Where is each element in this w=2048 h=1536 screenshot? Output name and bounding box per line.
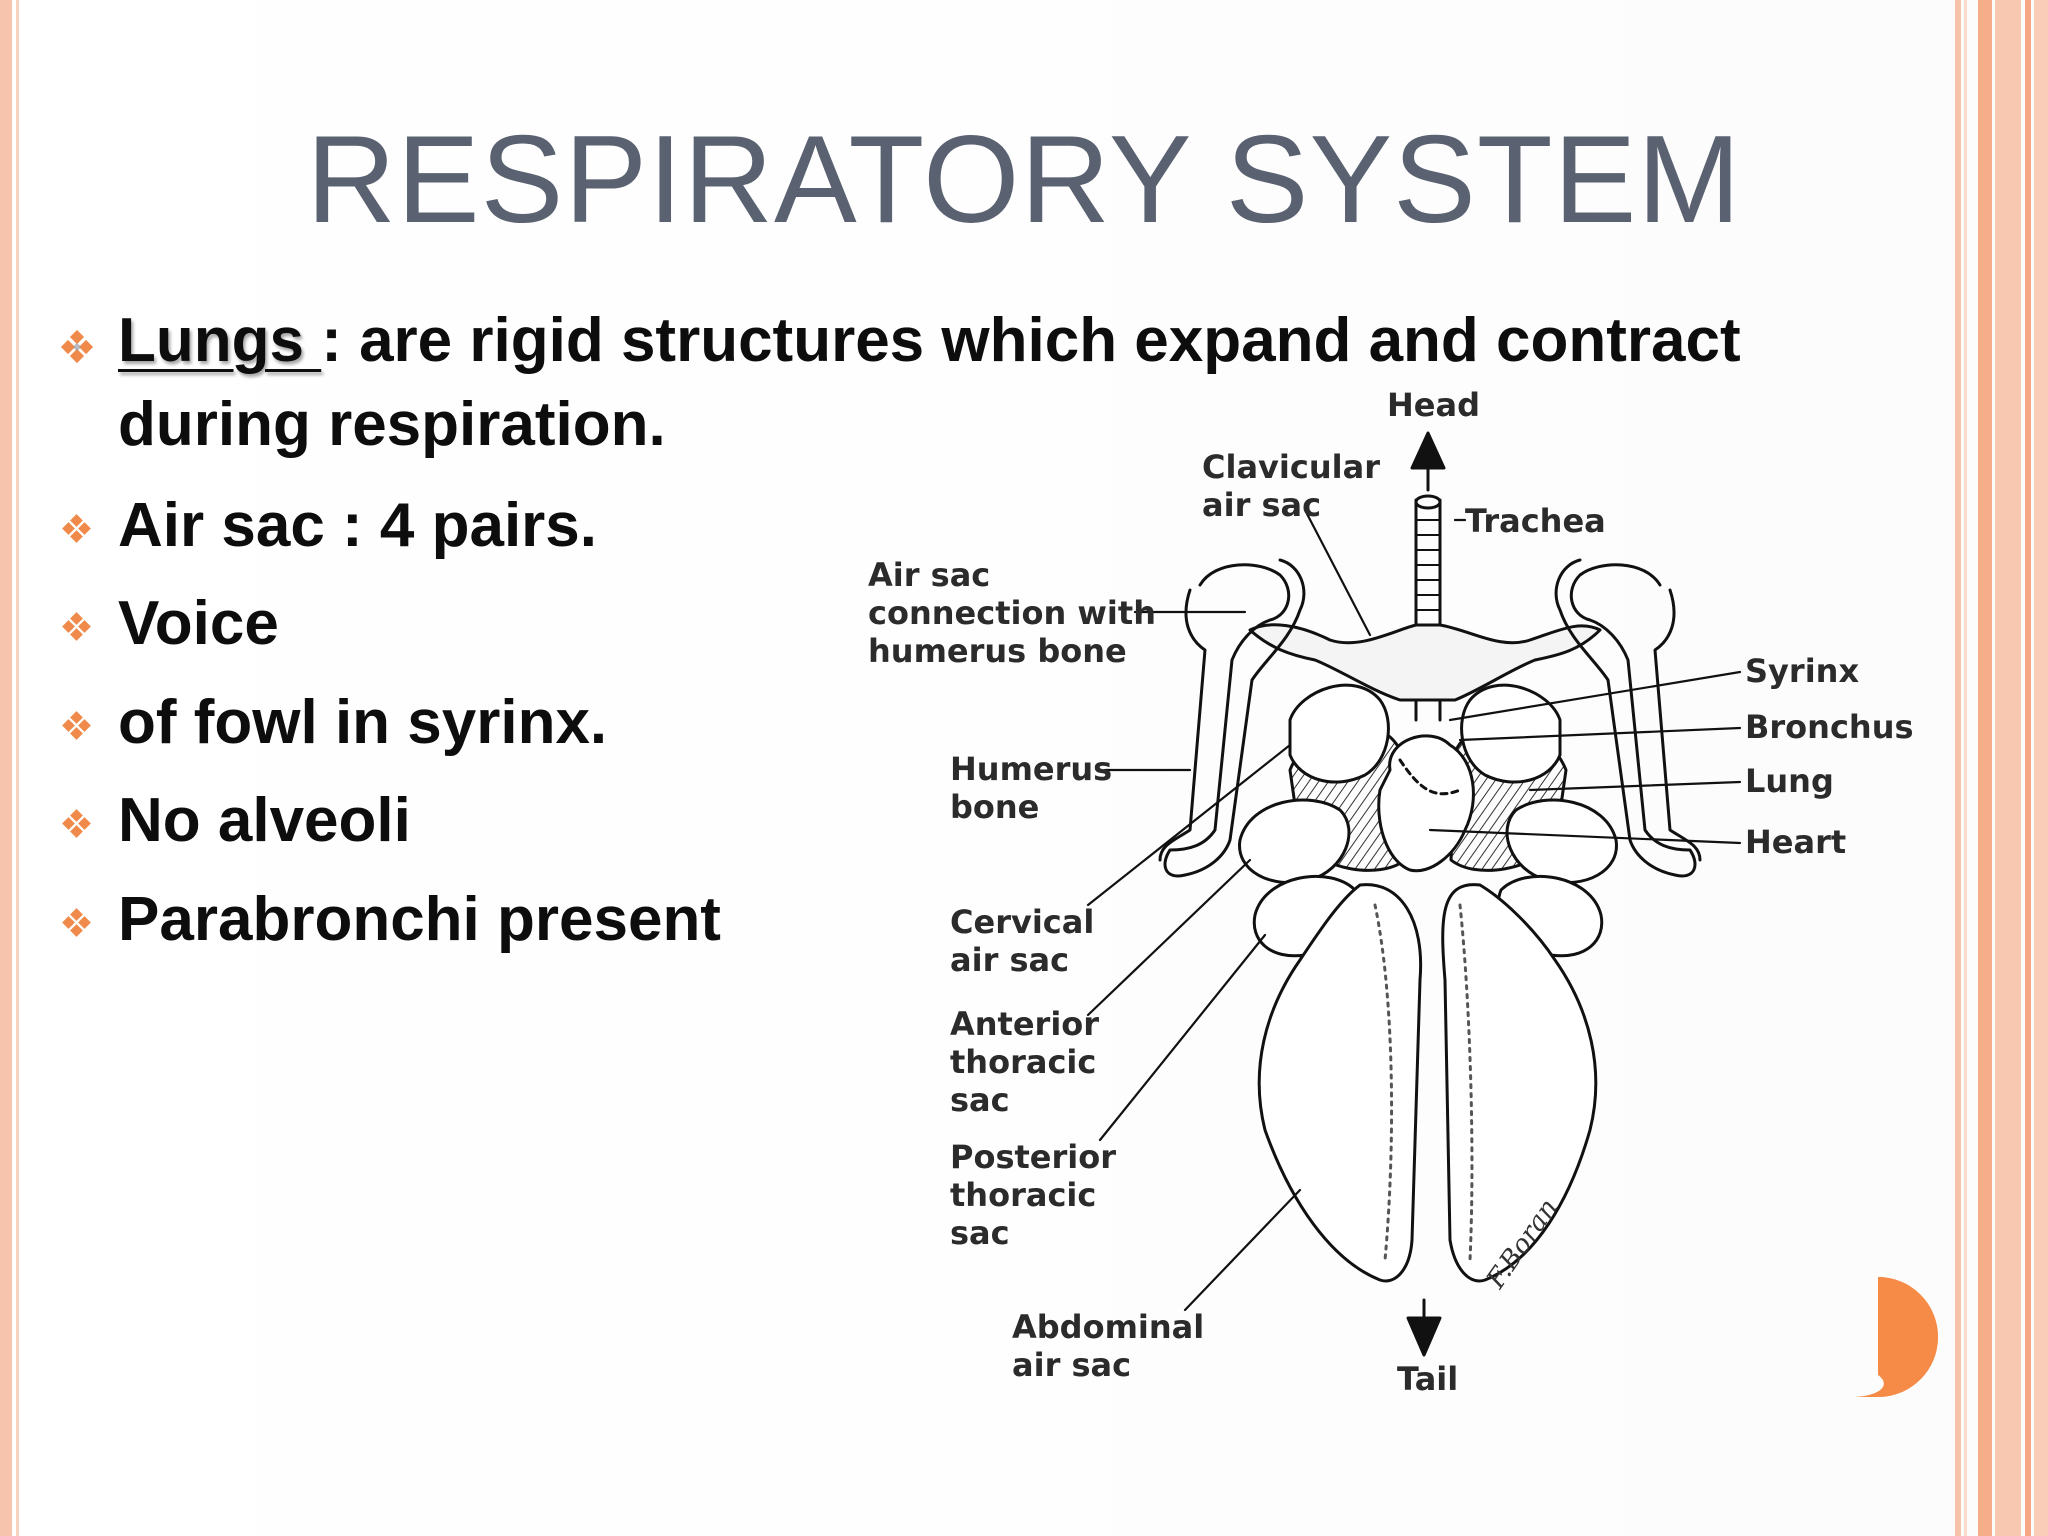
- bullet-text: No alveoli: [118, 786, 411, 855]
- label-clavicular-2: air sac: [1202, 486, 1321, 524]
- abdominal-air-sac-right: [1441, 883, 1598, 1283]
- label-post-thoracic-3: sac: [950, 1214, 1010, 1252]
- bullet-text: Voice: [118, 589, 279, 658]
- cervical-air-sac-left: [1288, 683, 1390, 784]
- label-ant-thoracic-1: Anterior: [950, 1005, 1099, 1043]
- border-stripe-right-6: [2034, 0, 2048, 1536]
- label-abdominal-1: Abdominal: [1012, 1308, 1204, 1346]
- label-tail: Tail: [1397, 1360, 1458, 1398]
- label-airsac-conn-1: Air sac: [868, 556, 990, 594]
- label-head: Head: [1387, 386, 1480, 424]
- anterior-thoracic-sac-left: [1238, 798, 1351, 885]
- bullet-no-alveoli: No alveoli: [60, 785, 960, 865]
- four-diamond-bullet-icon: [62, 809, 91, 838]
- label-cervical-2: air sac: [950, 941, 1069, 979]
- head-arrow-tip: [1410, 431, 1446, 470]
- label-ant-thoracic-3: sac: [950, 1081, 1010, 1119]
- border-stripe-right-1: [1955, 0, 1961, 1536]
- anterior-thoracic-sac-right: [1505, 798, 1618, 885]
- label-clavicular-1: Clavicular: [1202, 448, 1380, 486]
- heart: [1377, 734, 1475, 873]
- abdominal-air-sac-left: [1257, 883, 1423, 1283]
- lungs-term: Lungs: [118, 306, 322, 375]
- bullet-fowl-syrinx: of fowl in syrinx.: [60, 687, 960, 767]
- border-stripe-right-2: [1964, 0, 1967, 1536]
- four-diamond-bullet-icon: [62, 908, 91, 937]
- border-stripe-right-4: [1995, 0, 2021, 1536]
- four-diamond-bullet-icon: [62, 514, 91, 543]
- border-stripe-left-inner: [16, 0, 19, 1536]
- bullet-air-sac: Air sac : 4 pairs.: [60, 490, 960, 570]
- label-cervical-1: Cervical: [950, 903, 1094, 941]
- border-stripe-right-3: [1978, 0, 1992, 1536]
- humerus-bone-right: [1554, 558, 1697, 878]
- four-diamond-bullet-icon: [62, 612, 91, 641]
- label-trachea: Trachea: [1465, 502, 1606, 540]
- bullet-text: of fowl in syrinx.: [118, 688, 608, 757]
- border-stripe-right-5: [2025, 0, 2031, 1536]
- label-post-thoracic-1: Posterior: [950, 1138, 1116, 1176]
- label-abdominal-2: air sac: [1012, 1346, 1131, 1384]
- label-post-thoracic-2: thoracic: [950, 1176, 1096, 1214]
- label-airsac-conn-2: connection with: [868, 594, 1156, 632]
- bullet-parabronchi: Parabronchi present: [60, 884, 960, 964]
- label-lung: Lung: [1745, 762, 1834, 800]
- label-humerus-1: Humerus: [950, 750, 1112, 788]
- bullet-text: Air sac : 4 pairs.: [118, 491, 598, 560]
- label-ant-thoracic-2: thoracic: [950, 1043, 1096, 1081]
- cervical-air-sac-right: [1460, 683, 1562, 784]
- label-bronchus: Bronchus: [1745, 708, 1914, 746]
- label-syrinx: Syrinx: [1745, 652, 1859, 690]
- label-heart: Heart: [1745, 823, 1846, 861]
- four-diamond-bullet-icon: [60, 330, 94, 364]
- bullet-voice: Voice: [60, 588, 960, 668]
- slide-title: RESPIRATORY SYSTEM: [306, 111, 1742, 249]
- label-humerus-2: bone: [950, 788, 1039, 826]
- lungs-text: : are rigid structures which expand and …: [321, 306, 1741, 375]
- orange-half-circle-decoration: [1850, 1277, 1938, 1397]
- bullet-lungs: Lungs : are rigid structures which expan…: [60, 305, 1940, 465]
- tail-arrow-tip: [1406, 1316, 1442, 1357]
- clavicular-air-sac: [1248, 623, 1602, 702]
- border-stripe-left: [0, 0, 12, 1536]
- four-diamond-bullet-icon: [62, 711, 91, 740]
- humerus-bone-left: [1163, 558, 1306, 878]
- label-airsac-conn-3: humerus bone: [868, 632, 1127, 670]
- bullet-text: Parabronchi present: [118, 885, 721, 954]
- lungs-text-line2: during respiration.: [118, 390, 666, 459]
